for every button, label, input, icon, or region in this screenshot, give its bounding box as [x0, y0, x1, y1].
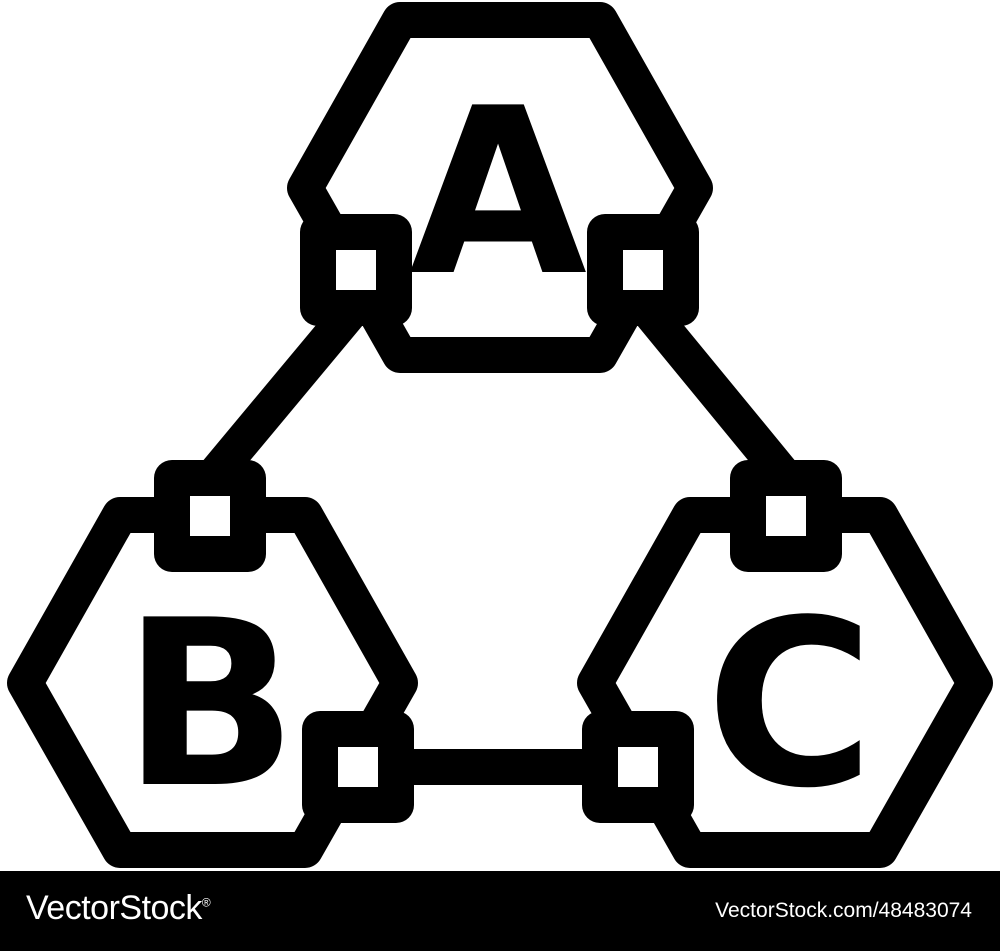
connector-port-c-left: [582, 711, 694, 823]
node-b: B: [7, 460, 418, 868]
vectorstock-logo: VectorStock®: [26, 889, 211, 927]
image-id-url: VectorStock.com/48483074: [715, 899, 972, 922]
node-a: A: [287, 2, 713, 373]
connector-port-a-right: [587, 214, 699, 326]
connector-port-c-top: [730, 460, 842, 572]
node-a-label: A: [409, 60, 587, 327]
connector-port-b-top: [154, 460, 266, 572]
abc-hexagon-network-diagram: A B C: [7, 2, 993, 868]
node-c-label: C: [706, 572, 875, 839]
connector-port-b-right: [302, 711, 414, 823]
watermark-footer-bar: VectorStock® VectorStock.com/48483074: [0, 871, 1000, 951]
edge-a-b: [194, 292, 370, 496]
connector-port-a-left: [300, 214, 412, 326]
node-b-label: B: [122, 572, 297, 839]
node-c: C: [577, 460, 993, 868]
edge-a-c: [630, 292, 804, 496]
